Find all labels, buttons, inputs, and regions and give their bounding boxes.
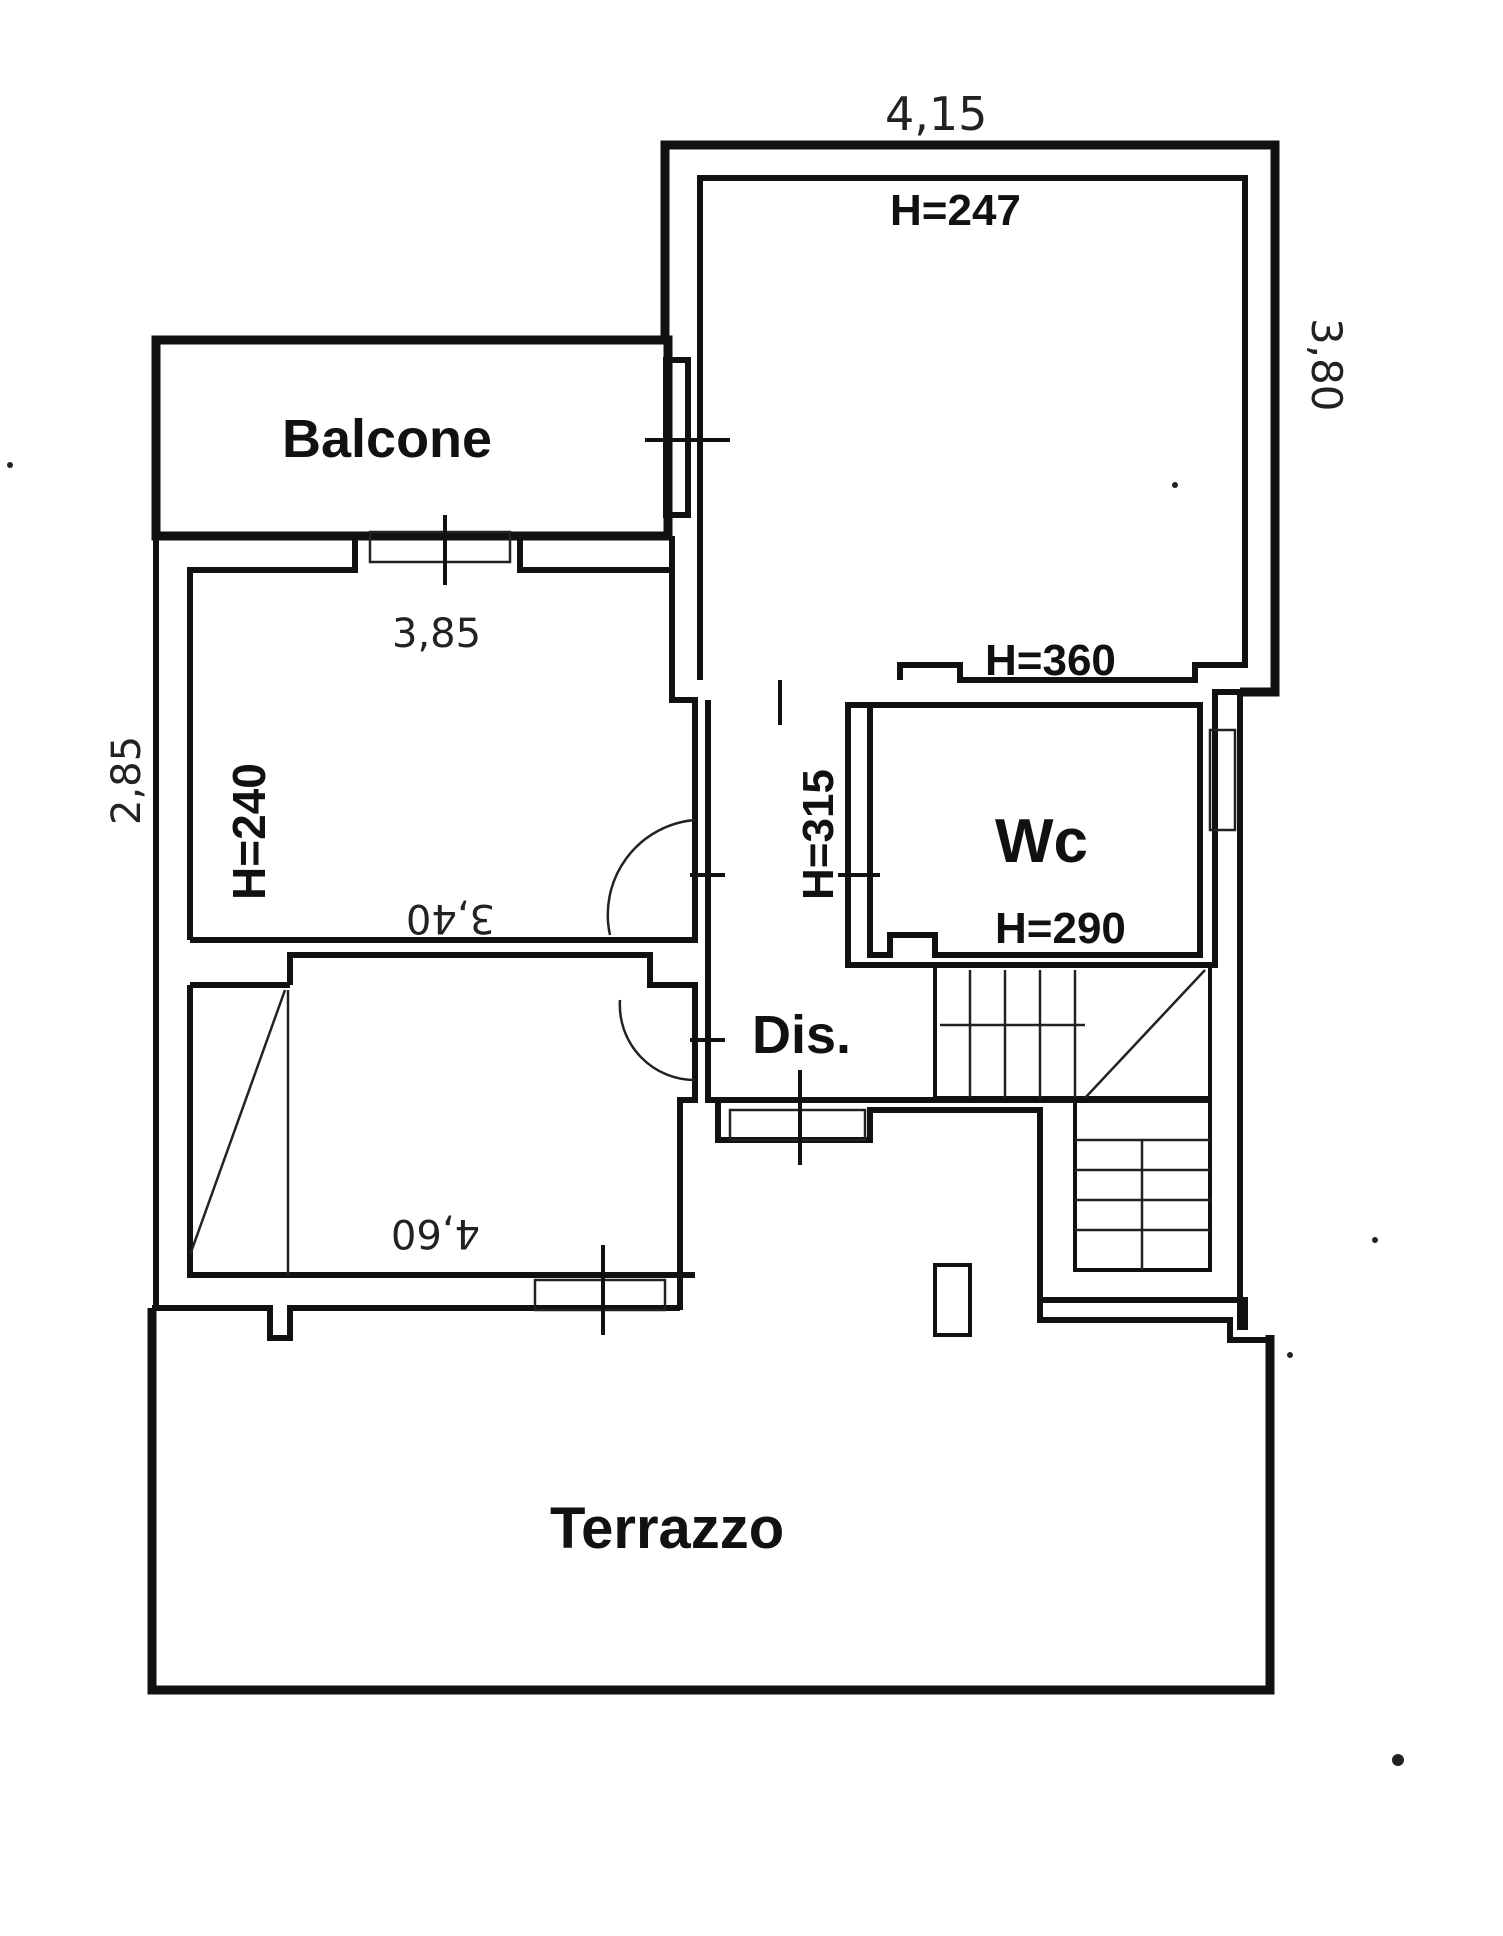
height-label-left-room: H=240 — [223, 763, 275, 900]
scan-marks — [7, 462, 1404, 1766]
dimension-left-room-bottom: 3,40 — [406, 895, 495, 941]
window-marks — [368, 438, 1237, 1335]
dimension-left-side: 2,85 — [104, 736, 150, 825]
room-label-wc: Wc — [995, 807, 1088, 876]
height-label-hall: H=315 — [794, 769, 843, 900]
room-label-dis: Dis. — [752, 1005, 851, 1065]
dimension-top-width: 4,15 — [885, 87, 987, 141]
room-label-balcone: Balcone — [282, 409, 492, 469]
height-label-wc: H=290 — [995, 904, 1126, 953]
dimension-lower-room: 4,60 — [391, 1210, 480, 1256]
room-label-terrazzo: Terrazzo — [550, 1496, 784, 1561]
height-label-large-room-top: H=247 — [890, 186, 1021, 235]
height-label-large-room-bottom: H=360 — [985, 636, 1116, 685]
dimension-left-room-top: 3,85 — [392, 611, 481, 657]
dimension-right-depth: 3,80 — [1302, 318, 1351, 412]
